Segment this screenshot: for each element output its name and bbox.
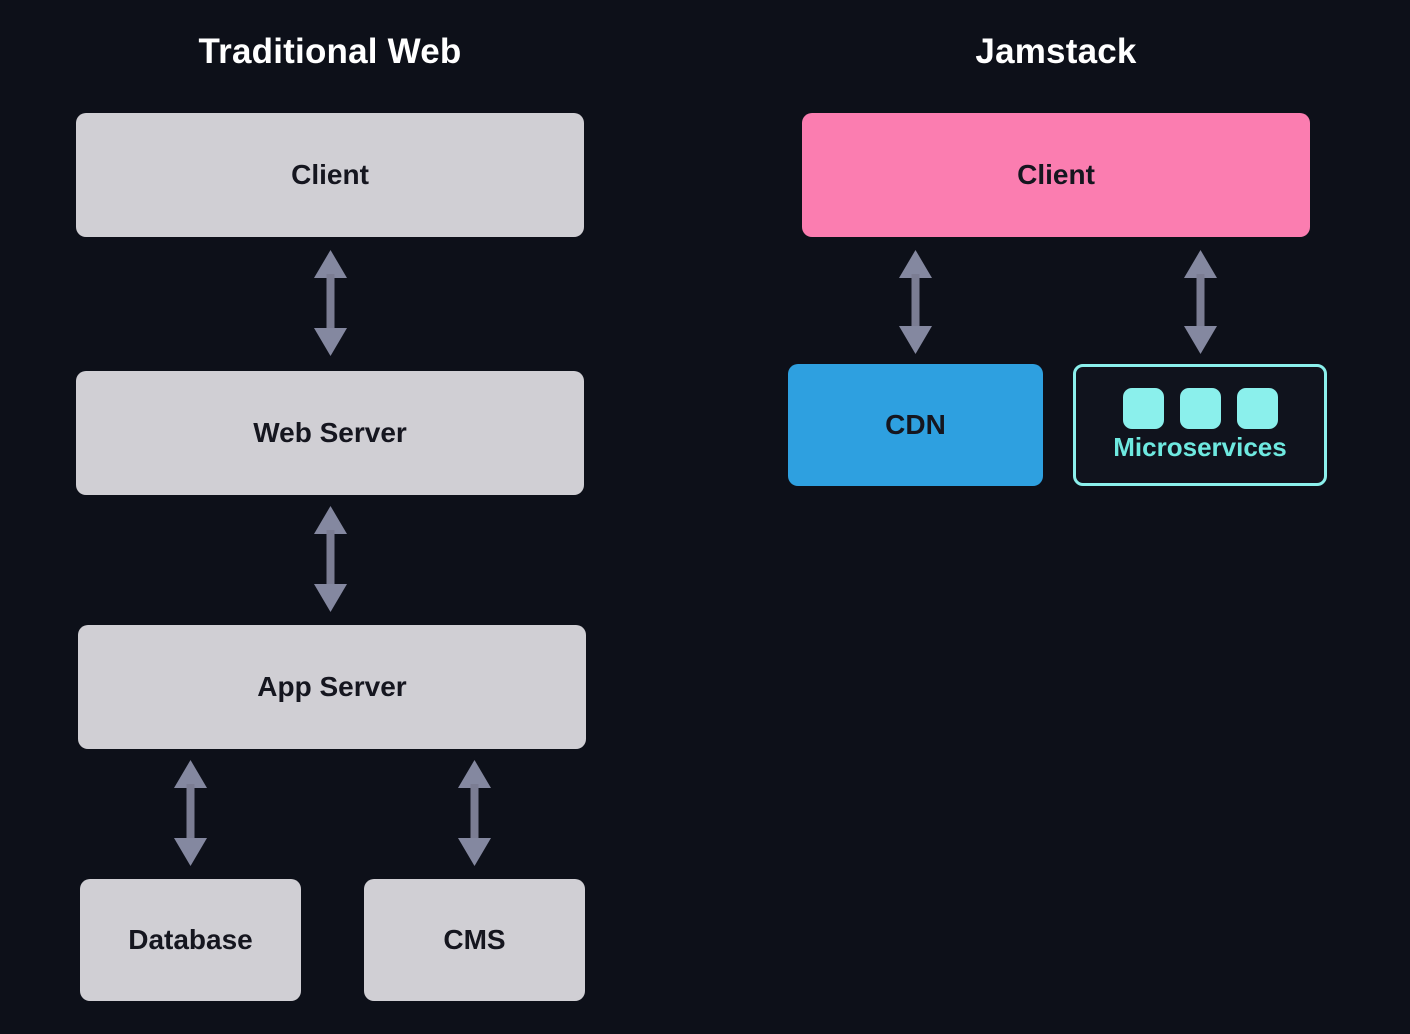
- microservice-tiles-group: [1122, 388, 1278, 430]
- node-app-server[interactable]: App Server: [78, 625, 586, 749]
- column-title-traditional: Traditional Web: [198, 32, 462, 71]
- rounded-square-icon: [1236, 388, 1278, 430]
- node-label: Microservices: [1113, 432, 1287, 463]
- node-client-traditional[interactable]: Client: [76, 113, 584, 237]
- node-web-server[interactable]: Web Server: [76, 371, 584, 495]
- rounded-square-icon: [1179, 388, 1221, 430]
- node-label: Client: [291, 158, 369, 190]
- column-title-jamstack: Jamstack: [975, 32, 1137, 71]
- connector-client-microservices-arrow-icon: [1180, 250, 1221, 354]
- node-label: CDN: [885, 408, 946, 440]
- connector-webserver-appserver-arrow-icon: [310, 506, 351, 612]
- connector-client-cdn-arrow-icon: [895, 250, 936, 354]
- connector-client-webserver-arrow-icon: [310, 250, 351, 356]
- rounded-square-icon: [1122, 388, 1164, 430]
- node-cms[interactable]: CMS: [364, 879, 585, 1001]
- connector-appserver-database-arrow-icon: [170, 760, 211, 866]
- node-label: Database: [128, 923, 253, 955]
- node-label: App Server: [257, 670, 407, 702]
- node-microservices[interactable]: Microservices: [1073, 364, 1327, 486]
- node-client-jamstack[interactable]: Client: [802, 113, 1310, 237]
- node-label: CMS: [443, 923, 506, 955]
- node-label: Web Server: [253, 416, 407, 448]
- connector-appserver-cms-arrow-icon: [454, 760, 495, 866]
- node-cdn[interactable]: CDN: [788, 364, 1043, 486]
- node-database[interactable]: Database: [80, 879, 301, 1001]
- node-label: Client: [1017, 158, 1095, 190]
